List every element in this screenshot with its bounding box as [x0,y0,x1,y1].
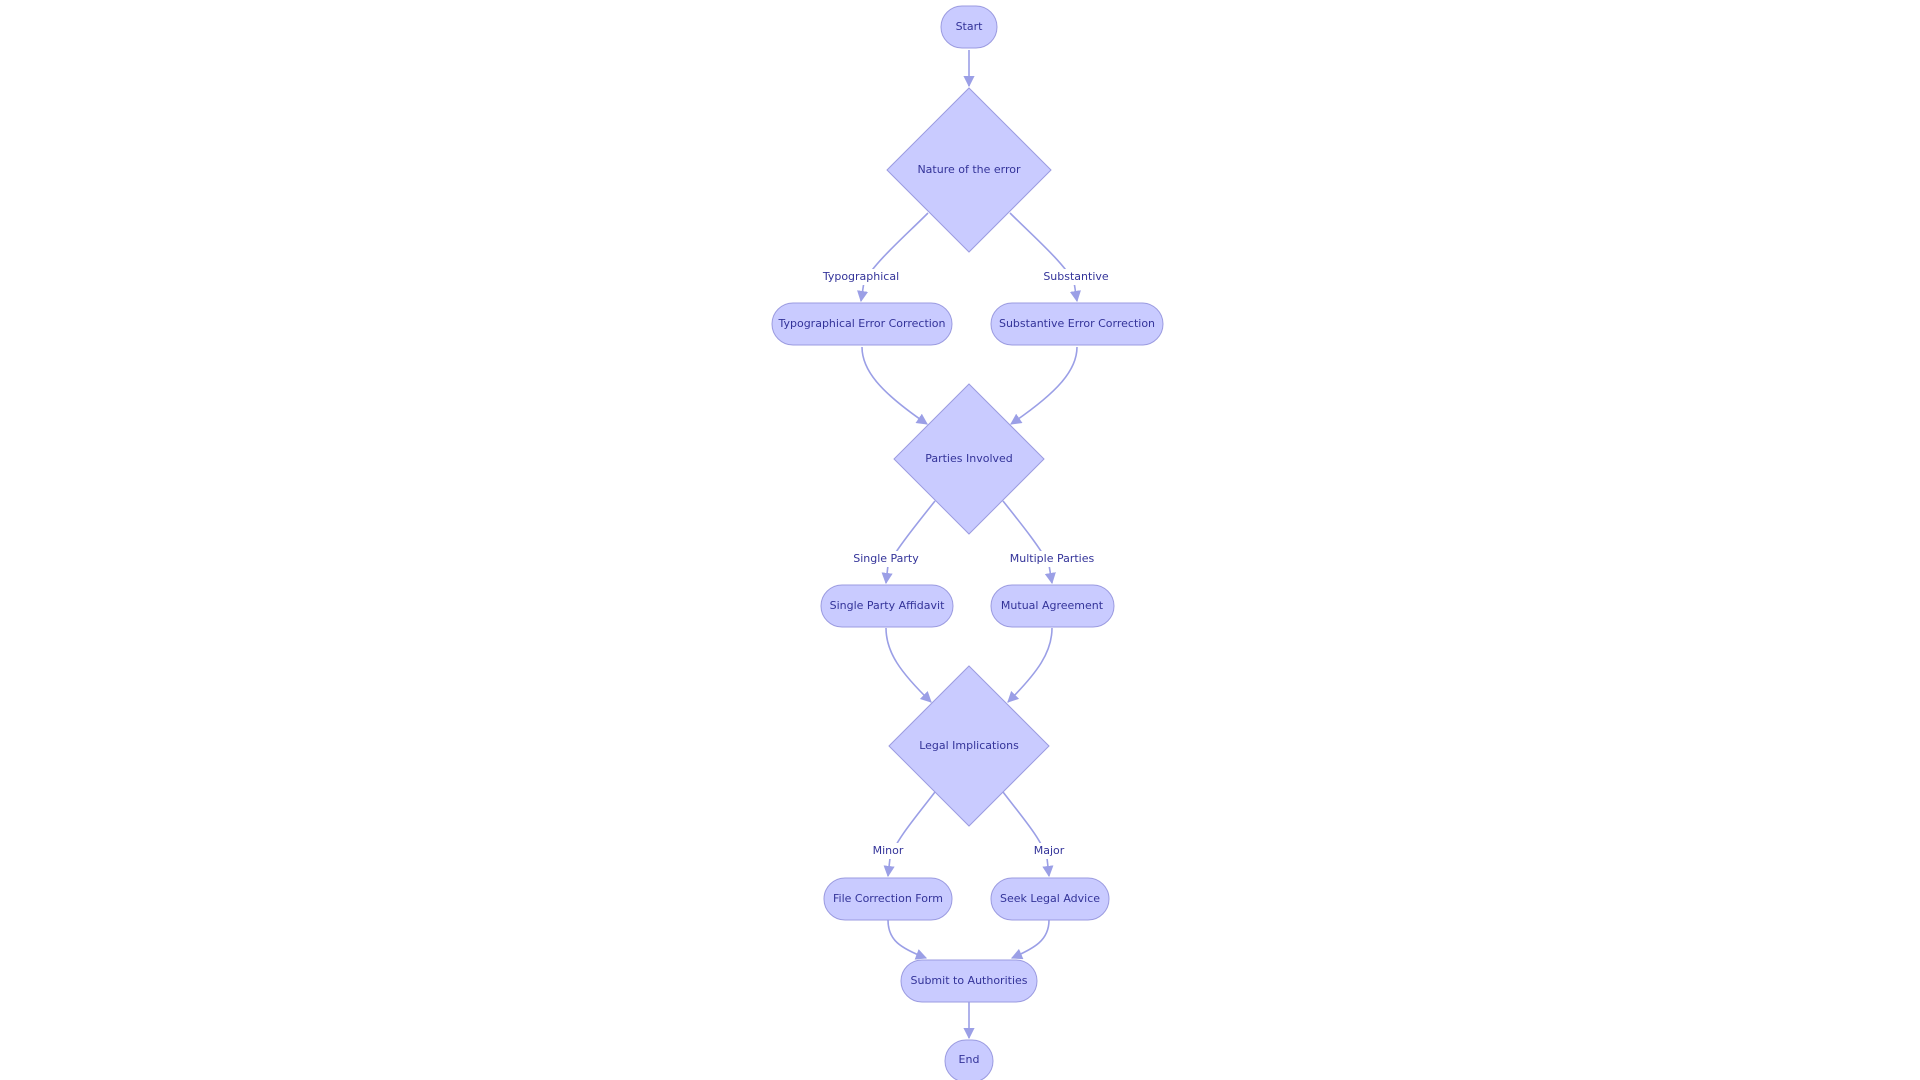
edge-label-substantive: Substantive [1043,269,1109,285]
svg-text:End: End [959,1053,980,1066]
edge-labels: Typographical Substantive Single Party M… [822,269,1109,859]
edge-label-single-party: Single Party [853,551,919,567]
svg-text:Legal Implications: Legal Implications [919,739,1019,752]
edge-label-multiple-parties: Multiple Parties [1010,551,1095,567]
svg-text:Major: Major [1034,844,1065,857]
svg-text:Multiple Parties: Multiple Parties [1010,552,1095,565]
svg-text:Parties Involved: Parties Involved [925,452,1013,465]
edge-legal-to-form [883,791,936,878]
edge-parties-to-mutual [1002,500,1056,585]
svg-text:File Correction Form: File Correction Form [833,892,943,905]
edge-form-to-submit [887,919,928,960]
node-nature-decision: Nature of the error [886,87,1052,253]
svg-text:Single Party Affidavit: Single Party Affidavit [830,599,945,612]
edge-subst-to-parties [1010,346,1078,425]
svg-text:Typographical: Typographical [822,270,899,283]
node-single-affidavit: Single Party Affidavit [820,584,954,628]
edge-typo-to-parties [861,346,928,425]
edge-nature-to-typo [857,212,929,303]
node-parties-decision: Parties Involved [893,383,1045,535]
edge-nature-to-subst [1009,212,1081,303]
edge-advice-to-submit [1010,919,1050,960]
svg-text:Start: Start [956,20,984,33]
node-submit: Submit to Authorities [900,959,1038,1003]
svg-text:Typographical Error Correction: Typographical Error Correction [777,317,945,330]
svg-text:Seek Legal Advice: Seek Legal Advice [1000,892,1100,905]
node-mutual-agreement: Mutual Agreement [990,584,1115,628]
edge-parties-to-single [881,500,936,585]
edge-single-to-legal [885,627,932,703]
node-legal-decision: Legal Implications [888,665,1050,827]
svg-text:Single Party: Single Party [853,552,919,565]
node-typo-correction: Typographical Error Correction [771,302,953,346]
svg-text:Substantive: Substantive [1043,270,1109,283]
svg-text:Submit to Authorities: Submit to Authorities [910,974,1027,987]
edge-mutual-to-legal [1007,627,1053,703]
nodes: Start Nature of the error Typographical … [771,5,1164,1080]
svg-text:Substantive Error Correction: Substantive Error Correction [999,317,1155,330]
node-subst-correction: Substantive Error Correction [990,302,1164,346]
edge-legal-to-advice [1002,791,1054,878]
svg-text:Mutual Agreement: Mutual Agreement [1001,599,1104,612]
svg-text:Minor: Minor [873,844,904,857]
node-start: Start [940,5,998,49]
edges [857,50,1081,1040]
node-end: End [944,1039,994,1080]
edge-label-typographical: Typographical [822,269,899,285]
node-seek-advice: Seek Legal Advice [990,877,1110,921]
svg-text:Nature of the error: Nature of the error [917,163,1021,176]
node-file-form: File Correction Form [823,877,953,921]
edge-label-minor: Minor [870,843,906,859]
edge-label-major: Major [1031,843,1067,859]
